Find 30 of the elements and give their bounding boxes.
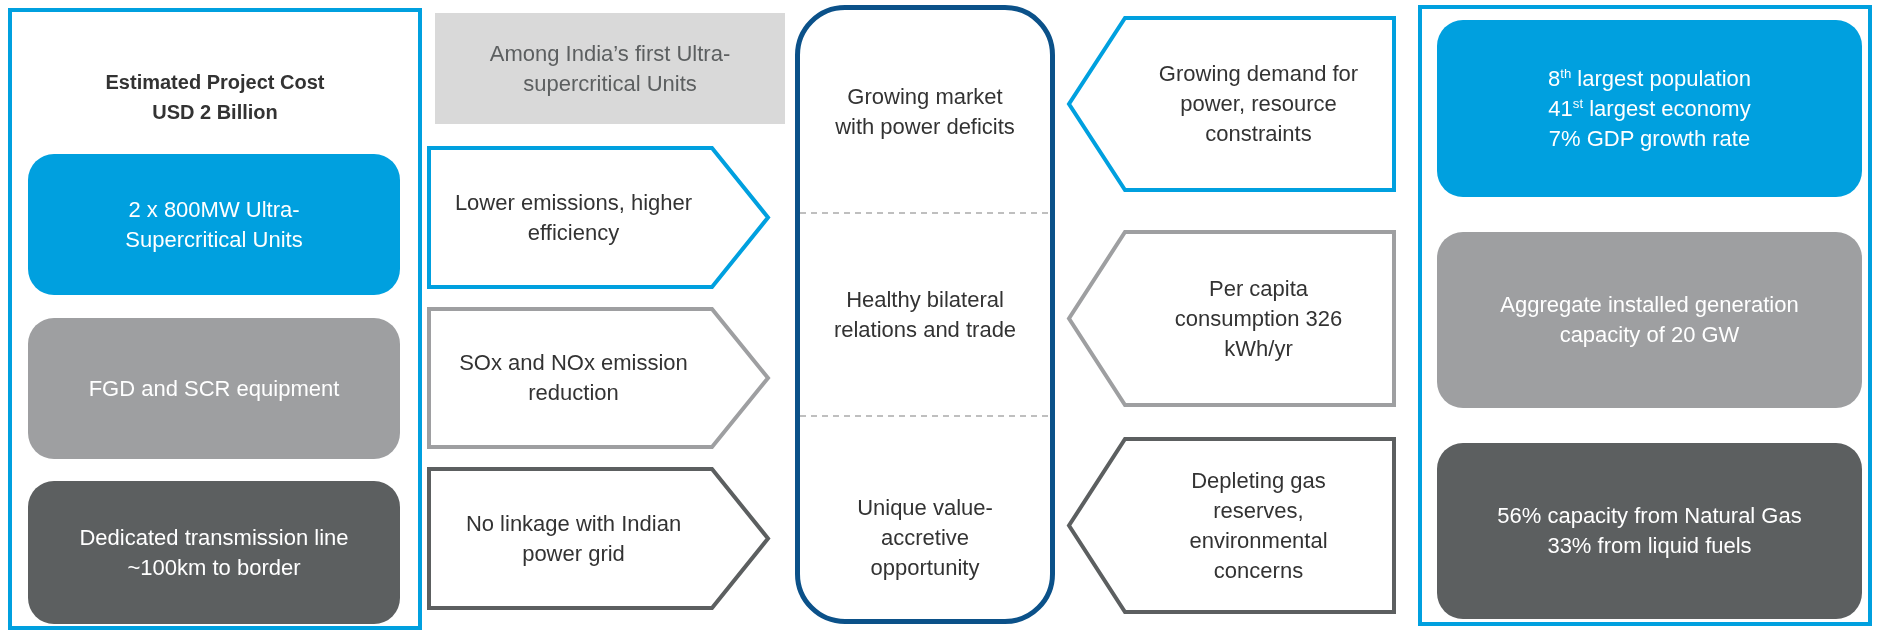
node-text: SOx and NOx emission reduction: [458, 349, 689, 407]
node-text: Dedicated transmission line ~100km to border: [78, 523, 350, 582]
node-text: No linkage with Indian power grid: [464, 509, 683, 568]
node-text: Growing demand for power, resource constraints: [1157, 60, 1360, 148]
node-text: 41$^{st}$ largest economy: [1548, 94, 1751, 123]
rounded-box: [795, 5, 1055, 624]
panel-frame: [1418, 5, 1872, 626]
heading-text: Estimated Project Cost USD 2 Billion: [104, 70, 326, 125]
node-text: Per capita consumption 326 kWh/yr: [1173, 274, 1344, 363]
node-text: 2 x 800MW Ultra-Supercritical Units: [124, 195, 304, 254]
node-text: Depleting gas reserves, environmental concerns: [1188, 466, 1329, 585]
node-text: Unique value-accretive opportunity: [856, 493, 994, 582]
panel-frame: [8, 8, 422, 630]
node-text: Healthy bilateral relations and trade: [832, 285, 1018, 344]
rounded-box: [28, 318, 400, 459]
node-text: FGD and SCR equipment: [88, 374, 340, 403]
rounded-box: [1437, 232, 1862, 408]
node-text: 7% GDP growth rate: [1548, 124, 1751, 153]
node-text: 8$^{th}$ largest population: [1547, 64, 1751, 93]
rounded-box: [28, 481, 400, 624]
node-text: Lower emissions, higher efficiency: [453, 188, 694, 247]
node-text: Aggregate installed generation capacity of 20 GW: [1499, 291, 1800, 349]
node-text: 33% from liquid fuels: [1547, 532, 1752, 560]
node-text: Growing market with power deficits: [834, 82, 1016, 141]
node-text: 56% capacity from Natural Gas: [1497, 502, 1802, 530]
node-text: Among India’s first Ultra-supercritical Units: [488, 39, 732, 98]
rounded-box: [1437, 20, 1862, 197]
rounded-box: [28, 154, 400, 295]
banner-box: [435, 13, 785, 124]
rounded-box: [1437, 443, 1862, 619]
